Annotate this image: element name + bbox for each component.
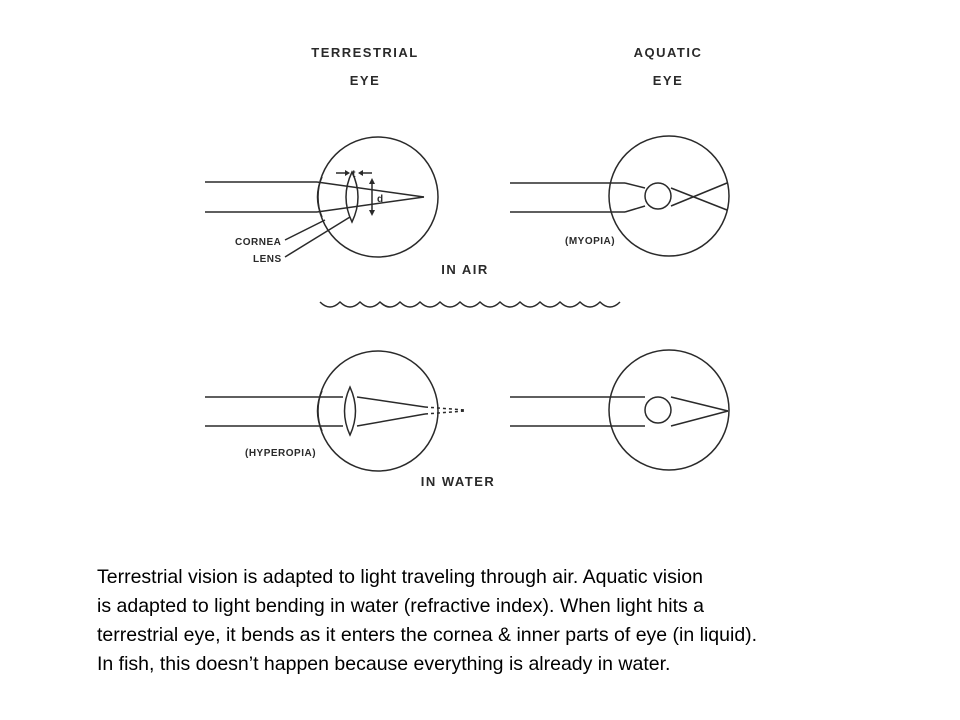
aquatic-focus-lower-water [670, 410, 729, 427]
aquatic-eyeball-water [608, 349, 730, 471]
water-refracted-lower [356, 413, 426, 427]
aquatic-converge-upper-air [624, 182, 646, 189]
terrestrial-heading-line1: TERRESTRIAL [311, 45, 419, 60]
aquatic-eye-in-air: (MYOPIA) [510, 135, 730, 257]
caption-line-3: terrestrial eye, it bends as it enters t… [97, 624, 758, 646]
in-air-label: IN AIR [441, 262, 489, 277]
aquatic-heading-line2: EYE [653, 73, 684, 88]
aquatic-cross-ray-2 [670, 182, 728, 207]
terrestrial-eyeball-water [317, 350, 439, 472]
d-arrowhead-bottom [369, 210, 375, 216]
aquatic-lens-water [644, 396, 672, 424]
cornea-label: CORNEA [235, 237, 281, 248]
aquatic-converge-lower-air [624, 205, 646, 213]
aquatic-heading-line1: AQUATIC [634, 45, 703, 60]
terrestrial-cornea-water [316, 390, 323, 432]
aquatic-focus-upper-water [670, 396, 729, 412]
lens-pointer [284, 216, 351, 258]
d-label: d [377, 194, 384, 205]
lens-label: LENS [253, 254, 282, 265]
caption-line-2: is adapted to light bending in water (re… [97, 595, 704, 617]
water-refracted-upper [356, 396, 426, 408]
aquatic-eye-in-water [510, 349, 730, 471]
aquatic-eyeball-air [608, 135, 730, 257]
refracted-ray-lower-air [316, 196, 425, 213]
focus-extension-lower [424, 410, 466, 415]
terrestrial-lens-water [343, 385, 357, 437]
refracted-ray-upper-air [316, 181, 425, 198]
aquatic-lens-air [644, 182, 672, 210]
caption-text: Terrestrial vision is adapted to light t… [97, 563, 927, 679]
focus-extension-upper [424, 406, 466, 411]
t-arrowhead-left [345, 170, 350, 176]
terrestrial-heading-line2: EYE [350, 73, 381, 88]
d-arrowhead-top [369, 178, 375, 184]
in-water-label: IN WATER [421, 474, 496, 489]
terrestrial-eye-in-air: t d CORNEA LENS [205, 136, 439, 265]
myopia-label: (MYOPIA) [565, 236, 615, 247]
terrestrial-cornea-air [316, 176, 323, 218]
aquatic-cross-ray-1 [670, 187, 728, 211]
t-label: t [352, 169, 356, 180]
caption-line-4: In fish, this doesn’t happen because eve… [97, 653, 671, 675]
caption-line-1: Terrestrial vision is adapted to light t… [97, 566, 703, 588]
water-surface-waves [319, 300, 621, 308]
t-arrowhead-right [358, 170, 363, 176]
terrestrial-eye-in-water: (HYPEROPIA) [205, 350, 466, 472]
hyperopia-label: (HYPEROPIA) [245, 448, 316, 459]
cornea-pointer [284, 219, 326, 241]
